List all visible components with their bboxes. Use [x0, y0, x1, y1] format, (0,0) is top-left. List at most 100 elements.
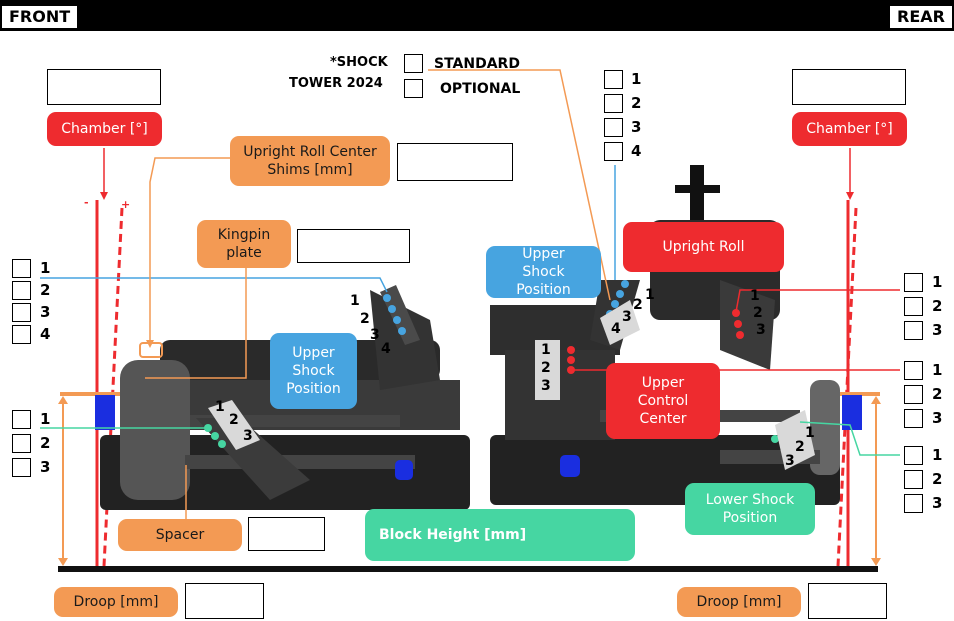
rear-upper-control-num-1: 1: [932, 360, 943, 379]
front-lower-shock-num-2: 2: [40, 433, 51, 452]
rear-upright-roll-checkbox-2[interactable]: [904, 296, 923, 316]
antenna-post: [690, 165, 704, 225]
shock-tower-title-2: TOWER 2024: [289, 76, 383, 91]
rear-lower-shock-checkbox-1[interactable]: [904, 445, 923, 465]
rear-upper-control-list: 1 2 3: [904, 358, 942, 430]
rear-upper-shock-num-1: 1: [631, 69, 642, 88]
block-height-label: Block Height [mm]: [365, 509, 635, 561]
spacer-input[interactable]: [248, 517, 325, 551]
rear-control-holes: [567, 346, 575, 374]
leader-front-upper: [40, 277, 388, 293]
rear-control-hole-num-2: 2: [541, 360, 551, 376]
lower-shock-position-label: Lower Shock Position: [685, 483, 815, 535]
shock-optional-label: OPTIONAL: [440, 81, 521, 97]
rear-upper-control-checkbox-1[interactable]: [904, 360, 923, 380]
front-upper-shock-num-4: 4: [40, 324, 51, 343]
front-upper-shock-num-2: 2: [40, 280, 51, 299]
camber-rear-input[interactable]: [792, 69, 906, 105]
rear-lower-number-plate: [775, 410, 815, 470]
kingpin-plate-input[interactable]: [297, 229, 410, 263]
front-upper-shock-checkbox-3[interactable]: [12, 302, 31, 322]
rear-lower-shock-list: 1 2 3: [904, 443, 942, 515]
rear-upper-shock-checkbox-4[interactable]: [604, 141, 623, 161]
rear-upper-control-checkbox-2[interactable]: [904, 384, 923, 404]
camber-label-front: Chamber [°]: [47, 112, 162, 146]
rear-upper-control-num-2: 2: [932, 384, 943, 403]
rear-upper-shock-num-4: 4: [631, 141, 642, 160]
upper-shock-position-rear-label: Upper Shock Position: [486, 246, 601, 298]
upright-roll-label: Upright Roll: [623, 222, 784, 272]
front-upper-shock-checkbox-1[interactable]: [12, 258, 31, 278]
rear-upper-shock-num-2: 2: [631, 93, 642, 112]
rear-upper-shock-list: 1 2 3 4: [604, 67, 641, 163]
shock-tower-title-1: *SHOCK: [330, 55, 388, 70]
front-lower-shock-checkbox-3[interactable]: [12, 457, 31, 477]
rear-upper-shock-checkbox-2[interactable]: [604, 93, 623, 113]
rear-upright-roll-num-1: 1: [932, 272, 943, 291]
rear-upper-control-checkbox-3[interactable]: [904, 408, 923, 428]
rear-lower-shock-checkbox-2[interactable]: [904, 469, 923, 489]
rear-upper-shock-checkbox-1[interactable]: [604, 69, 623, 89]
upright-shims-input[interactable]: [397, 143, 513, 181]
front-lower-shock-list: 1 2 3: [12, 407, 50, 479]
front-upper-holes: [380, 285, 420, 345]
rear-lower-hole-num-2: 2: [795, 439, 805, 455]
droop-label-rear: Droop [mm]: [677, 587, 801, 617]
rear-lower-shock-num-1: 1: [932, 445, 943, 464]
leader-shock-tower: [428, 69, 611, 301]
camber-minus-sign: -: [84, 196, 89, 209]
ground-line: [58, 566, 878, 572]
rear-lower-hole-num-3: 3: [785, 453, 795, 469]
rear-lower-shock-num-2: 2: [932, 469, 943, 488]
front-upper-shock-checkbox-2[interactable]: [12, 280, 31, 300]
upright-shims-label: Upright Roll Center Shims [mm]: [230, 136, 390, 186]
front-upper-shock-num-1: 1: [40, 258, 51, 277]
rear-control-hole-num-3: 3: [541, 378, 551, 394]
shock-standard-label: STANDARD: [434, 56, 520, 72]
rear-upper-hole-num-2: 2: [633, 297, 643, 313]
rear-upright-roll-num-2: 2: [932, 296, 943, 315]
front-upper-hole-num-2: 2: [360, 311, 370, 327]
droop-rear-input[interactable]: [808, 583, 887, 619]
front-upper-shock-checkbox-4[interactable]: [12, 324, 31, 344]
spacer-label: Spacer: [118, 519, 242, 551]
front-lower-shock-checkbox-2[interactable]: [12, 433, 31, 453]
camber-plus-sign: +: [121, 198, 131, 211]
rear-upright-roll-num-3: 3: [932, 320, 943, 339]
upper-control-center-label: Upper Control Center: [606, 363, 720, 439]
camber-dash-left: [102, 207, 124, 567]
front-upper-hole-num-4: 4: [381, 341, 391, 357]
rear-upright-hole-num-1: 1: [750, 288, 760, 304]
header-bar: [0, 0, 954, 31]
camber-front-input[interactable]: [47, 69, 161, 105]
front-lower-shock-checkbox-1[interactable]: [12, 409, 31, 429]
front-lower-hole-num-1: 1: [215, 399, 225, 415]
rear-upper-hole-num-3: 3: [622, 309, 632, 325]
front-upper-hole-num-3: 3: [370, 327, 380, 343]
block-height-text: Block Height [mm]: [379, 527, 527, 543]
rear-upright-roll-list: 1 2 3: [904, 270, 942, 342]
leader-shims: [149, 157, 232, 345]
kingpin-plate-label: Kingpin plate: [197, 220, 291, 268]
front-lower-shock-num-3: 3: [40, 457, 51, 476]
droop-label-front: Droop [mm]: [54, 587, 178, 617]
front-lower-hole-num-2: 2: [229, 412, 239, 428]
camber-label-rear: Chamber [°]: [792, 112, 907, 146]
rear-upper-shock-checkbox-3[interactable]: [604, 117, 623, 137]
shock-standard-checkbox[interactable]: [404, 54, 423, 73]
droop-front-input[interactable]: [185, 583, 264, 619]
rear-lower-shock-checkbox-3[interactable]: [904, 493, 923, 513]
front-upper-shock-list: 1 2 3 4: [12, 257, 50, 345]
rear-lower-hole-num-1: 1: [805, 425, 815, 441]
rear-upper-control-num-3: 3: [932, 408, 943, 427]
front-upper-hole-num-1: 1: [350, 293, 360, 309]
upper-shock-position-front-label: Upper Shock Position: [270, 333, 357, 409]
leader-kingpin: [145, 268, 247, 379]
rear-upright-roll-checkbox-3[interactable]: [904, 320, 923, 340]
shock-optional-checkbox[interactable]: [404, 79, 423, 98]
rear-upright-roll-checkbox-1[interactable]: [904, 272, 923, 292]
rear-upright-holes: [732, 309, 744, 339]
front-upper-shock-num-3: 3: [40, 302, 51, 321]
rear-upright-hole-num-3: 3: [756, 322, 766, 338]
